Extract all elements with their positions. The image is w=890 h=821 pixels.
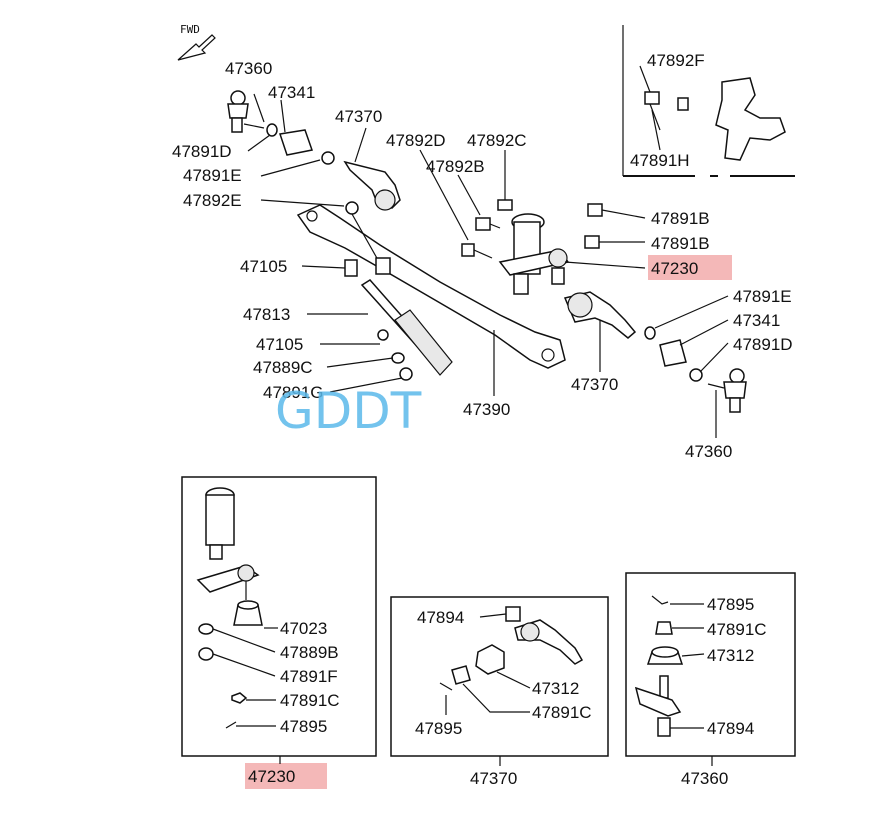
box1-label-47023: 47023 [280, 619, 327, 638]
box1-label-47891F: 47891F [280, 667, 338, 686]
label-47105-1: 47105 [240, 257, 287, 276]
fwd-label: FWD [180, 23, 200, 36]
tie-rod-end-right [707, 368, 747, 413]
box1-label-47891C: 47891C [280, 691, 340, 710]
label-47360-top: 47360 [225, 59, 272, 78]
label-47892B: 47892B [426, 157, 485, 176]
box1-idler-bracket [196, 487, 263, 729]
label-47105-2: 47105 [256, 335, 303, 354]
label-47360-right: 47360 [685, 442, 732, 461]
label-47892F: 47892F [647, 51, 705, 70]
highlight-47230-caption [245, 763, 327, 789]
box-47360 [625, 572, 796, 757]
leader-lines [247, 65, 729, 438]
label-47891D-right: 47891D [733, 335, 793, 354]
adjusting-tube-left [266, 123, 335, 165]
label-47891H: 47891H [630, 151, 690, 170]
idler-pin [344, 201, 391, 277]
label-47230-main: 47230 [651, 259, 698, 278]
label-47341-top: 47341 [268, 83, 315, 102]
label-47370-right: 47370 [571, 375, 618, 394]
frame-detail [644, 77, 786, 161]
label-47891E-right: 47891E [733, 287, 792, 306]
box2-tie-rod [439, 606, 584, 691]
box2-caption-47370: 47370 [470, 769, 517, 788]
box2-label-47894: 47894 [417, 608, 464, 627]
tie-rod-right [563, 291, 637, 339]
label-47892D: 47892D [386, 131, 446, 150]
box2-label-47312: 47312 [532, 679, 579, 698]
box3-label-47894: 47894 [707, 719, 754, 738]
fwd-arrow-icon [177, 34, 216, 61]
box1-caption-47230: 47230 [248, 767, 295, 786]
steering-damper [360, 279, 453, 381]
box-47230 [181, 476, 377, 757]
box3-leaders [670, 603, 713, 766]
label-47891D-top: 47891D [172, 142, 232, 161]
label-47891G: 47891G [263, 383, 324, 402]
highlight-47230-main [648, 255, 732, 280]
tie-rod-end-left [227, 90, 265, 133]
box3-label-47312: 47312 [707, 646, 754, 665]
box3-caption-47360: 47360 [681, 769, 728, 788]
label-47813: 47813 [243, 305, 290, 324]
bolt-47892 [461, 199, 603, 259]
watermark: GDDT [275, 382, 422, 440]
label-47891B-2: 47891B [651, 234, 710, 253]
label-47892E: 47892E [183, 191, 242, 210]
label-47891B-1: 47891B [651, 209, 710, 228]
box2-label-47895: 47895 [415, 719, 462, 738]
tie-rod-left [343, 160, 401, 211]
box3-label-47895: 47895 [707, 595, 754, 614]
box1-label-47895: 47895 [280, 717, 327, 736]
inset-border [622, 25, 795, 177]
box1-label-47889B: 47889B [280, 643, 339, 662]
box3-label-47891C: 47891C [707, 620, 767, 639]
box2-leaders [445, 613, 531, 766]
label-47892C: 47892C [467, 131, 527, 150]
label-47889C: 47889C [253, 358, 313, 377]
label-47390: 47390 [463, 400, 510, 419]
adjusting-tube-right [644, 326, 703, 382]
box3-tie-rod-end [634, 595, 684, 737]
label-47341-right: 47341 [733, 311, 780, 330]
label-47891E-top: 47891E [183, 166, 242, 185]
label-47370-top: 47370 [335, 107, 382, 126]
center-link [296, 204, 566, 369]
box2-label-47891C: 47891C [532, 703, 592, 722]
box1-leaders [212, 627, 281, 764]
idler-arm-assembly [498, 213, 570, 295]
